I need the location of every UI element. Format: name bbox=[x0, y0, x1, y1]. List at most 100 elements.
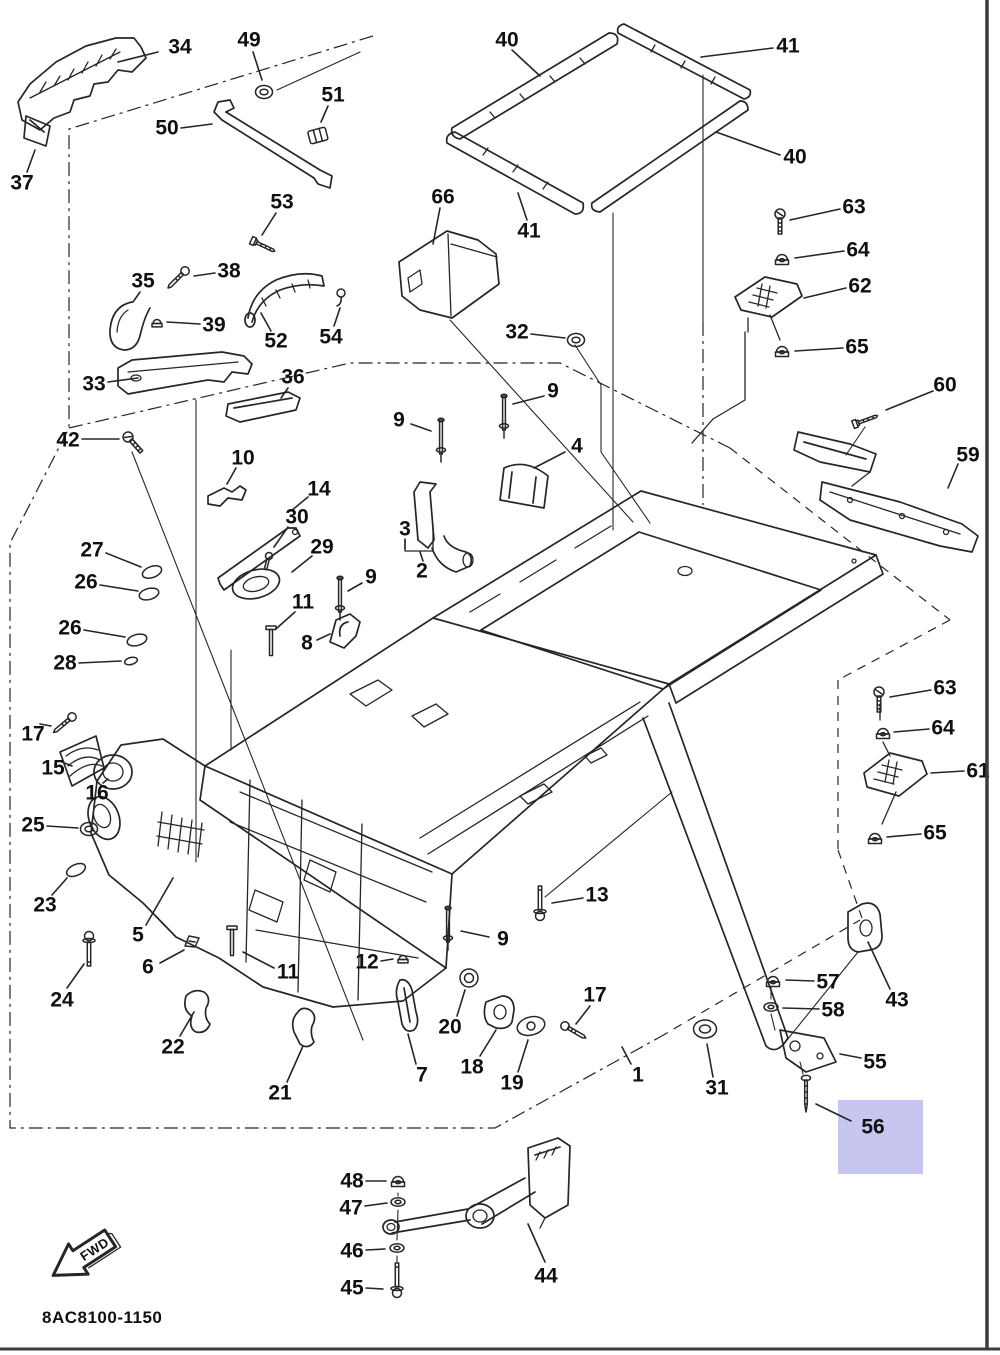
part-number-12[interactable]: 12 bbox=[355, 951, 378, 974]
callout-43: 43 bbox=[867, 941, 909, 1012]
part-number-38[interactable]: 38 bbox=[217, 260, 241, 283]
part-number-31[interactable]: 31 bbox=[705, 1077, 729, 1100]
part-number-9[interactable]: 9 bbox=[497, 928, 509, 951]
callout-7: 7 bbox=[407, 1033, 428, 1087]
part-number-41[interactable]: 41 bbox=[517, 220, 541, 243]
leader-line bbox=[621, 1046, 632, 1065]
part-number-27[interactable]: 27 bbox=[80, 539, 103, 562]
part-number-64[interactable]: 64 bbox=[846, 239, 870, 262]
part-number-26[interactable]: 26 bbox=[58, 617, 81, 640]
leader-line bbox=[291, 555, 313, 573]
part-number-40[interactable]: 40 bbox=[783, 146, 806, 169]
part-number-65[interactable]: 65 bbox=[845, 336, 869, 359]
part-number-23[interactable]: 23 bbox=[33, 894, 56, 917]
part-number-34[interactable]: 34 bbox=[168, 36, 192, 59]
leader-line bbox=[276, 611, 296, 629]
part-4-clamp bbox=[499, 463, 549, 509]
part-number-39[interactable]: 39 bbox=[202, 314, 225, 337]
part-number-42[interactable]: 42 bbox=[56, 429, 79, 452]
part-number-45[interactable]: 45 bbox=[340, 1277, 364, 1300]
part-number-11[interactable]: 11 bbox=[277, 961, 300, 984]
part-number-14[interactable]: 14 bbox=[307, 478, 331, 501]
part-number-57[interactable]: 57 bbox=[816, 971, 839, 994]
part-number-33[interactable]: 33 bbox=[82, 373, 105, 396]
part-number-40[interactable]: 40 bbox=[495, 29, 518, 52]
part-number-7[interactable]: 7 bbox=[416, 1064, 428, 1087]
part-number-1[interactable]: 1 bbox=[632, 1064, 644, 1087]
part-number-10[interactable]: 10 bbox=[231, 447, 254, 470]
part-number-24[interactable]: 24 bbox=[50, 989, 74, 1012]
part-14-stay bbox=[217, 527, 301, 591]
part-number-9[interactable]: 9 bbox=[393, 409, 405, 432]
part-number-20[interactable]: 20 bbox=[438, 1016, 461, 1039]
part-number-36[interactable]: 36 bbox=[281, 366, 304, 389]
callout-15: 15 bbox=[41, 757, 73, 780]
hook-icon bbox=[336, 288, 346, 307]
part-number-62[interactable]: 62 bbox=[848, 275, 871, 298]
part-44-steering-bracket bbox=[382, 1137, 571, 1235]
part-number-15[interactable]: 15 bbox=[41, 757, 65, 780]
leader-line bbox=[512, 395, 545, 405]
leader-line bbox=[105, 552, 142, 568]
part-number-49[interactable]: 49 bbox=[237, 29, 260, 52]
part-number-13[interactable]: 13 bbox=[585, 884, 608, 907]
part-number-17[interactable]: 17 bbox=[21, 723, 44, 746]
part-number-18[interactable]: 18 bbox=[460, 1056, 484, 1079]
part-number-48[interactable]: 48 bbox=[340, 1170, 364, 1193]
part-number-8[interactable]: 8 bbox=[301, 632, 313, 655]
part-number-4[interactable]: 4 bbox=[571, 435, 583, 458]
part-number-32[interactable]: 32 bbox=[505, 321, 528, 344]
part-number-17[interactable]: 17 bbox=[583, 984, 606, 1007]
part-number-58[interactable]: 58 bbox=[821, 999, 845, 1022]
part-number-54[interactable]: 54 bbox=[319, 326, 343, 349]
part-number-26[interactable]: 26 bbox=[74, 571, 97, 594]
part-number-19[interactable]: 19 bbox=[500, 1072, 523, 1095]
part-number-21[interactable]: 21 bbox=[268, 1082, 292, 1105]
part-number-25[interactable]: 25 bbox=[21, 814, 45, 837]
part-number-60[interactable]: 60 bbox=[933, 374, 956, 397]
nut-icon bbox=[390, 1175, 406, 1188]
part-number-66[interactable]: 66 bbox=[431, 186, 454, 209]
part-number-52[interactable]: 52 bbox=[264, 330, 287, 353]
part-number-59[interactable]: 59 bbox=[956, 444, 979, 467]
part-number-46[interactable]: 46 bbox=[340, 1240, 363, 1263]
part-number-47[interactable]: 47 bbox=[339, 1197, 362, 1220]
part-number-43[interactable]: 43 bbox=[885, 989, 908, 1012]
part-number-22[interactable]: 22 bbox=[161, 1036, 184, 1059]
part-number-35[interactable]: 35 bbox=[131, 270, 155, 293]
part-number-3[interactable]: 3 bbox=[399, 518, 411, 541]
callout-64: 64 bbox=[875, 717, 955, 740]
part-number-64[interactable]: 64 bbox=[931, 717, 955, 740]
callout-44: 44 bbox=[527, 1223, 558, 1288]
part-number-28[interactable]: 28 bbox=[53, 652, 77, 675]
part-number-6[interactable]: 6 bbox=[142, 956, 154, 979]
callout-16: 16 bbox=[85, 778, 109, 805]
leader-line bbox=[706, 1043, 714, 1078]
part-number-9[interactable]: 9 bbox=[365, 566, 377, 589]
part-number-2[interactable]: 2 bbox=[416, 560, 428, 583]
part-number-56[interactable]: 56 bbox=[861, 1116, 884, 1139]
part-number-37[interactable]: 37 bbox=[10, 172, 33, 195]
part-number-9[interactable]: 9 bbox=[547, 380, 559, 403]
part-number-53[interactable]: 53 bbox=[270, 191, 293, 214]
leader-line bbox=[380, 958, 394, 962]
part-number-63[interactable]: 63 bbox=[933, 677, 956, 700]
part-number-61[interactable]: 61 bbox=[966, 760, 990, 783]
part-number-65[interactable]: 65 bbox=[923, 822, 947, 845]
part-number-11[interactable]: 11 bbox=[292, 591, 315, 614]
grommet-icon bbox=[79, 821, 99, 837]
part-number-63[interactable]: 63 bbox=[842, 196, 865, 219]
part-number-51[interactable]: 51 bbox=[321, 84, 345, 107]
part-number-16[interactable]: 16 bbox=[85, 782, 108, 805]
part-61-plate bbox=[863, 752, 928, 797]
part-number-30[interactable]: 30 bbox=[285, 506, 308, 529]
part-22-bracket bbox=[184, 989, 211, 1034]
part-number-5[interactable]: 5 bbox=[132, 924, 144, 947]
part-number-29[interactable]: 29 bbox=[310, 536, 333, 559]
part-number-41[interactable]: 41 bbox=[776, 35, 800, 58]
part-number-44[interactable]: 44 bbox=[534, 1265, 558, 1288]
part-number-55[interactable]: 55 bbox=[863, 1051, 887, 1074]
leader-line bbox=[290, 496, 309, 512]
part-number-50[interactable]: 50 bbox=[155, 117, 178, 140]
